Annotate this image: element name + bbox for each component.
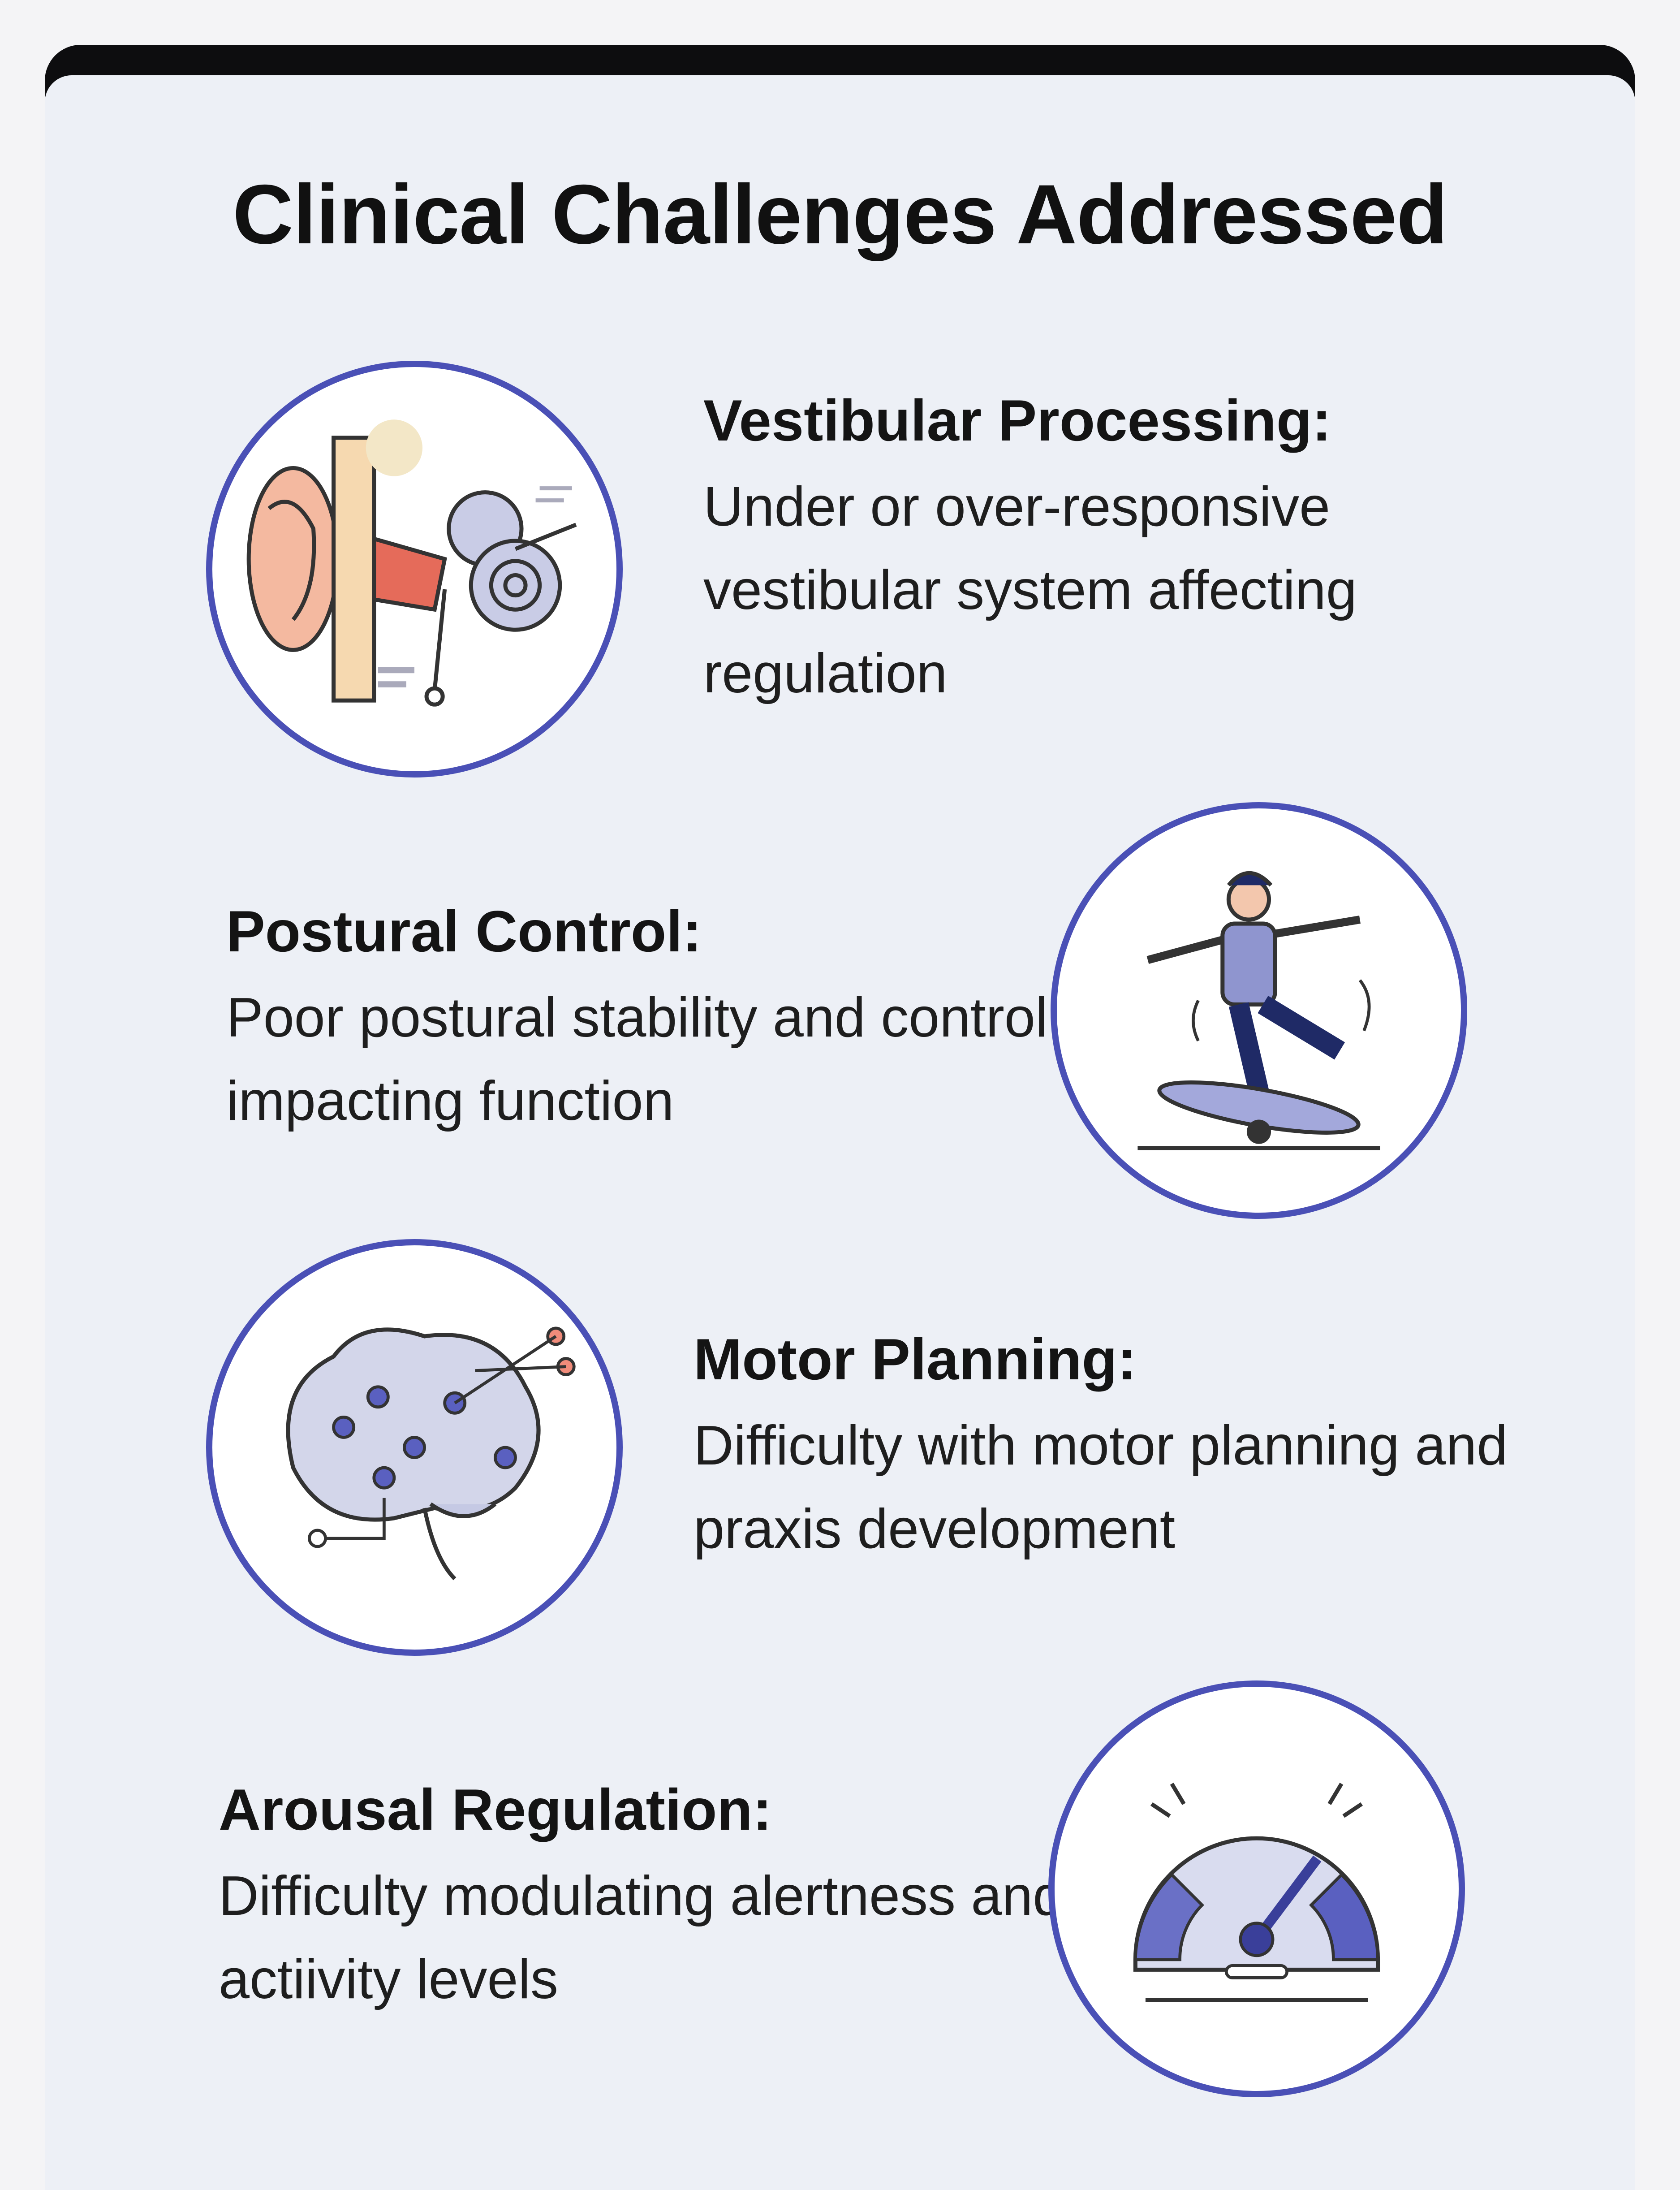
balance-board-icon (1051, 802, 1467, 1219)
inner-ear-icon (206, 361, 623, 778)
challenge-vestibular: Vestibular Processing: Under or over-res… (703, 385, 1555, 715)
challenge-title: Arousal Regulation: (219, 1777, 772, 1842)
gauge-icon (1048, 1680, 1465, 2097)
challenge-description: Difficulty with motor planning and praxi… (694, 1415, 1508, 1560)
challenge-title: Postural Control: (226, 898, 702, 964)
challenge-title: Motor Planning: (694, 1326, 1137, 1392)
page-title: Clinical Challenges Addressed (233, 167, 1448, 261)
brain-network-icon (206, 1239, 623, 1656)
challenge-postural: Postural Control: Poor postural stabilit… (226, 896, 1055, 1143)
challenge-title: Vestibular Processing: (703, 388, 1331, 453)
challenge-motor-planning: Motor Planning: Difficulty with motor pl… (694, 1324, 1567, 1571)
challenge-description: Under or over-responsive vestibular syst… (703, 476, 1357, 704)
challenge-description: Poor postural stability and control impa… (226, 987, 1048, 1132)
challenge-description: Difficulty modulating alertness and acti… (219, 1865, 1064, 2010)
challenge-arousal: Arousal Regulation: Difficulty modulatin… (219, 1775, 1070, 2021)
